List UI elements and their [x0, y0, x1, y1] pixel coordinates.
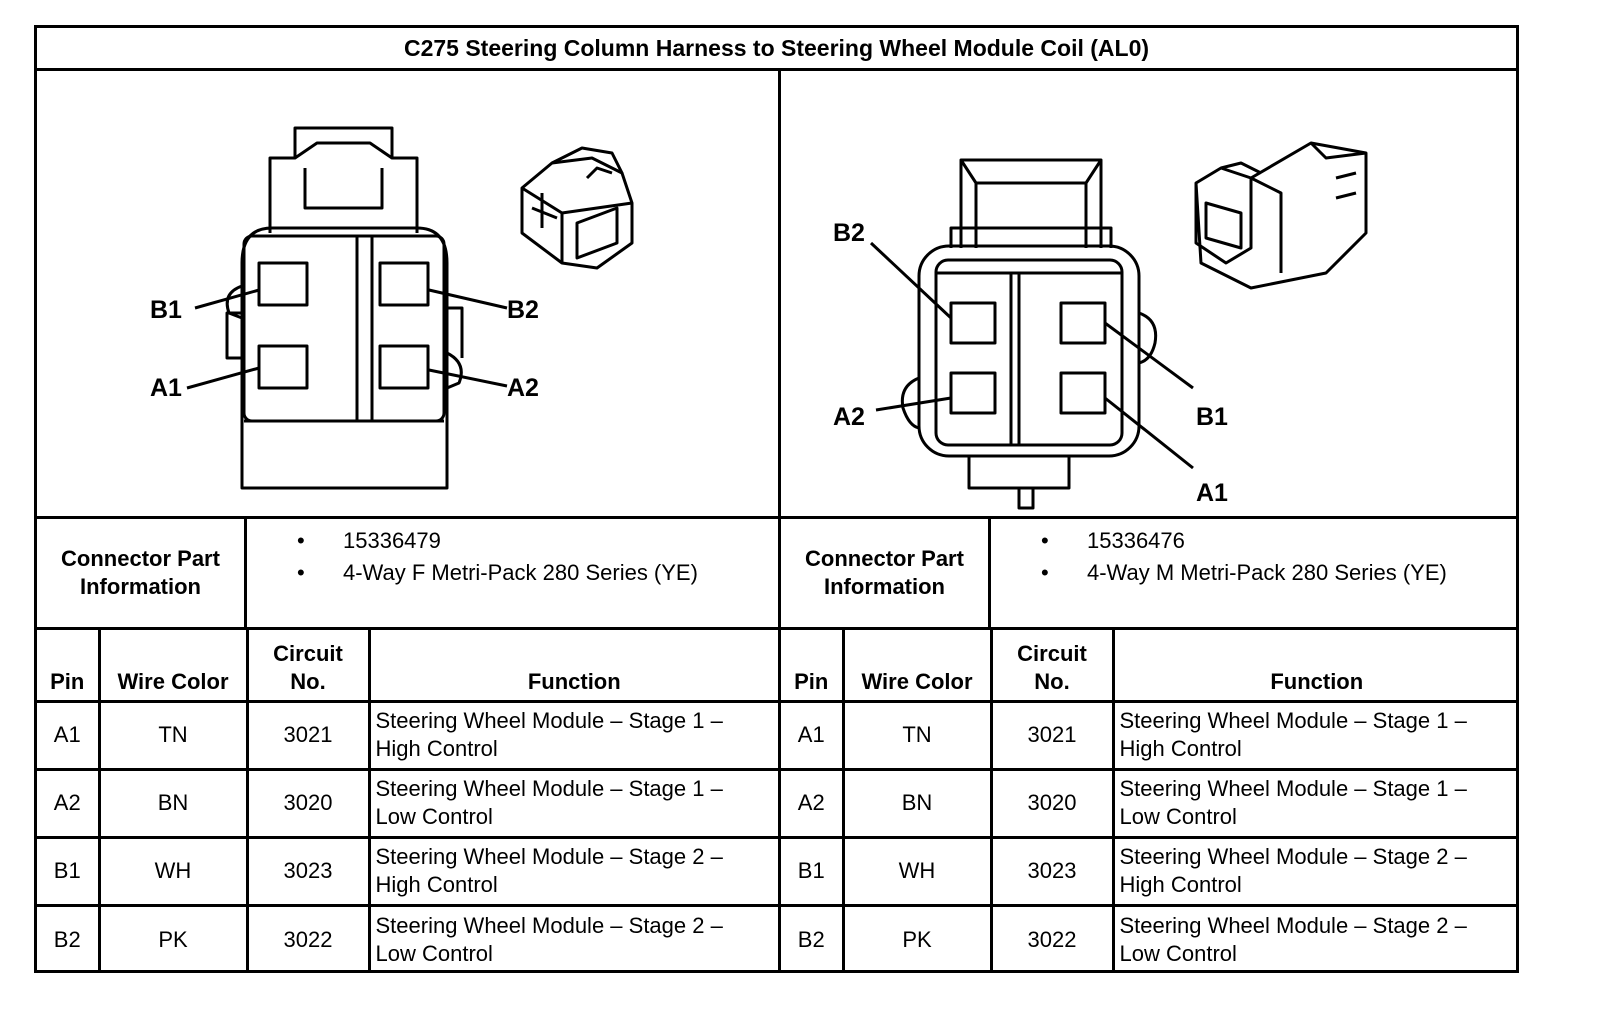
right-part-description: 4-Way M Metri-Pack 280 Series (YE) — [1041, 557, 1447, 589]
left-connector-section: B1 B2 A1 A2 Connector Part Information 1… — [37, 68, 778, 973]
pin-cell: B2 — [781, 903, 845, 973]
left-part-info: Connector Part Information 15336479 4-Wa… — [37, 516, 778, 630]
left-header-wire-color: Wire Color — [97, 630, 249, 703]
right-part-info-label-line2: Information — [824, 574, 945, 599]
wire-color-cell: TN — [841, 699, 993, 771]
circuit-cell: 3021 — [245, 699, 371, 771]
function-cell: Steering Wheel Module – Stage 2 –High Co… — [367, 835, 778, 907]
pin-cell: A1 — [781, 699, 845, 771]
pin-cell: B1 — [37, 835, 101, 907]
pin-cell: B2 — [37, 903, 101, 973]
right-drawing-label-b1: B1 — [1196, 403, 1228, 431]
function-cell: Steering Wheel Module – Stage 2 –Low Con… — [1111, 903, 1519, 973]
table-row: B1 WH 3023 Steering Wheel Module – Stage… — [781, 835, 1519, 907]
left-drawing-label-b2: B2 — [507, 296, 539, 324]
left-part-info-label-line1: Connector Part — [61, 546, 220, 571]
table-row: A1 TN 3021 Steering Wheel Module – Stage… — [781, 699, 1519, 771]
wire-color-cell: PK — [97, 903, 249, 973]
function-cell: Steering Wheel Module – Stage 1 –Low Con… — [1111, 767, 1519, 839]
circuit-cell: 3022 — [245, 903, 371, 973]
female-connector-face-icon: B1 B2 A1 A2 — [150, 126, 634, 490]
wire-color-cell: WH — [97, 835, 249, 907]
left-drawing-label-a2: A2 — [507, 374, 539, 402]
pin-cell: A2 — [37, 767, 101, 839]
right-part-info-label: Connector Part Information — [781, 519, 991, 627]
right-header-wire-color: Wire Color — [841, 630, 993, 703]
left-part-number: 15336479 — [297, 525, 698, 557]
function-cell: Steering Wheel Module – Stage 1 –Low Con… — [367, 767, 778, 839]
pin-cell: A1 — [37, 699, 101, 771]
right-part-info-label-line1: Connector Part — [805, 546, 964, 571]
connector-title: C275 Steering Column Harness to Steering… — [37, 28, 1516, 71]
table-row: A2 BN 3020 Steering Wheel Module – Stage… — [37, 767, 778, 839]
function-cell: Steering Wheel Module – Stage 1 –High Co… — [1111, 699, 1519, 771]
function-cell: Steering Wheel Module – Stage 2 –High Co… — [1111, 835, 1519, 907]
male-connector-face-icon: B2 A2 B1 A1 — [833, 141, 1368, 510]
left-drawing-label-a1: A1 — [150, 374, 182, 402]
wire-color-cell: PK — [841, 903, 993, 973]
wire-color-cell: WH — [841, 835, 993, 907]
table-row: B2 PK 3022 Steering Wheel Module – Stage… — [37, 903, 778, 973]
function-cell: Steering Wheel Module – Stage 2 –Low Con… — [367, 903, 778, 973]
right-part-info-list: 15336476 4-Way M Metri-Pack 280 Series (… — [1041, 525, 1447, 589]
left-part-info-label: Connector Part Information — [37, 519, 247, 627]
function-cell: Steering Wheel Module – Stage 1 –High Co… — [367, 699, 778, 771]
right-drawing-label-b2: B2 — [833, 219, 865, 247]
right-drawing-label-a2: A2 — [833, 403, 865, 431]
circuit-cell: 3020 — [989, 767, 1115, 839]
left-header-pin: Pin — [37, 630, 101, 703]
male-connector-drawing: B2 A2 B1 A1 — [781, 68, 1519, 516]
left-part-info-list: 15336479 4-Way F Metri-Pack 280 Series (… — [297, 525, 698, 589]
left-part-info-label-line2: Information — [80, 574, 201, 599]
circuit-cell: 3021 — [989, 699, 1115, 771]
wire-color-cell: TN — [97, 699, 249, 771]
pin-cell: A2 — [781, 767, 845, 839]
circuit-cell: 3023 — [989, 835, 1115, 907]
wire-color-cell: BN — [841, 767, 993, 839]
right-drawing-label-a1: A1 — [1196, 479, 1228, 507]
female-connector-drawing: B1 B2 A1 A2 — [37, 68, 778, 516]
circuit-cell: 3022 — [989, 903, 1115, 973]
right-header-pin: Pin — [781, 630, 845, 703]
table-row: A1 TN 3021 Steering Wheel Module – Stage… — [37, 699, 778, 771]
table-row: B1 WH 3023 Steering Wheel Module – Stage… — [37, 835, 778, 907]
table-row: A2 BN 3020 Steering Wheel Module – Stage… — [781, 767, 1519, 839]
right-part-info: Connector Part Information 15336476 4-Wa… — [781, 516, 1519, 630]
left-drawing-label-b1: B1 — [150, 296, 182, 324]
connector-table: C275 Steering Column Harness to Steering… — [34, 25, 1519, 973]
table-row: B2 PK 3022 Steering Wheel Module – Stage… — [781, 903, 1519, 973]
circuit-cell: 3023 — [245, 835, 371, 907]
right-part-number: 15336476 — [1041, 525, 1447, 557]
left-part-description: 4-Way F Metri-Pack 280 Series (YE) — [297, 557, 698, 589]
pin-cell: B1 — [781, 835, 845, 907]
left-header-function: Function — [367, 630, 778, 703]
right-connector-section: B2 A2 B1 A1 Connector Part Information 1… — [778, 68, 1519, 973]
wire-color-cell: BN — [97, 767, 249, 839]
right-header-function: Function — [1111, 630, 1519, 703]
circuit-cell: 3020 — [245, 767, 371, 839]
